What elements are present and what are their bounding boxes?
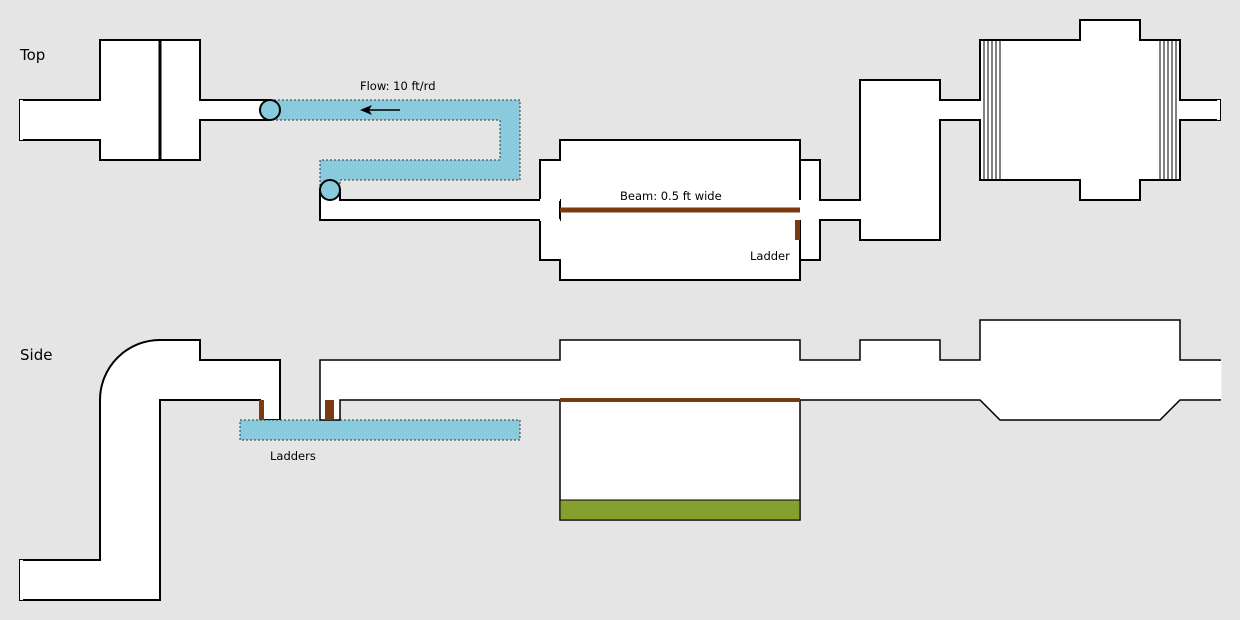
top-right-grate xyxy=(1159,40,1177,180)
top-ladder xyxy=(795,220,800,240)
flow-arrow-head xyxy=(360,105,372,115)
top-beam xyxy=(560,207,800,213)
beam-label: Beam: 0.5 ft wide xyxy=(620,189,722,203)
side-ladder-1 xyxy=(259,400,264,420)
top-view: Top Flow: 10 ft/rd Beam: 0.5 ft wide Lad… xyxy=(19,19,1221,281)
side-grass-floor xyxy=(559,499,801,521)
side-left-open-edge xyxy=(20,560,23,600)
top-channel-hole-2 xyxy=(319,179,341,201)
side-view: Side Ladders xyxy=(19,319,1222,601)
side-ladder-2 xyxy=(325,400,334,420)
top-entrance-open-edge xyxy=(20,100,23,140)
flow-label: Flow: 10 ft/rd xyxy=(360,79,436,93)
top-right-open-edge xyxy=(1217,100,1220,120)
side-beam xyxy=(560,398,800,402)
ladders-label: Ladders xyxy=(270,449,316,463)
side-view-label: Side xyxy=(20,346,52,364)
side-water-channel xyxy=(239,419,521,441)
top-left-grate xyxy=(983,40,1001,180)
ladder-label: Ladder xyxy=(750,249,790,263)
top-channel-hole-1 xyxy=(259,99,281,121)
top-view-label: Top xyxy=(19,46,45,64)
